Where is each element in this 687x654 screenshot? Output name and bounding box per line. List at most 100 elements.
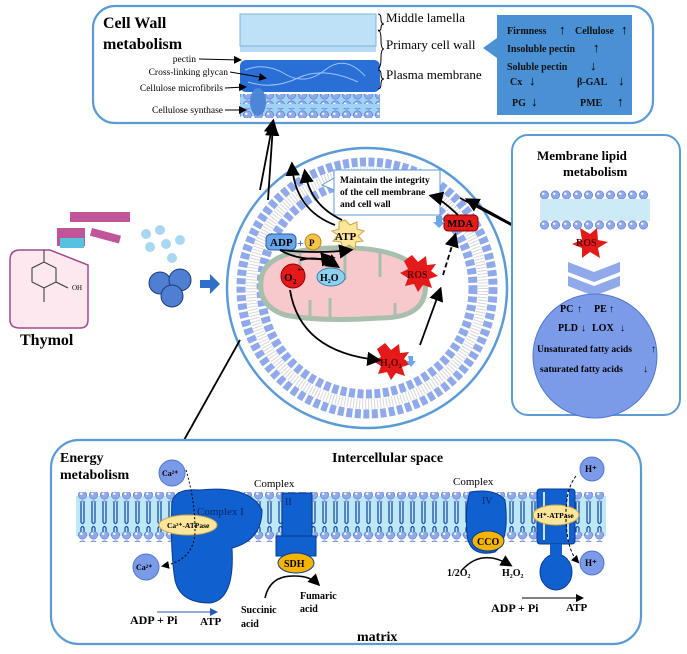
- effect-insoluble-pectin: Insoluble pectin: [507, 44, 576, 55]
- arrow-down-icon: ↓: [529, 73, 536, 88]
- fruit-icon: [148, 268, 192, 308]
- h2o2-label: H₂O₂: [380, 358, 402, 369]
- energy-metabolism-panel: Energy metabolism Intercellular space ma…: [49, 438, 643, 646]
- phosphate-label: P: [309, 238, 315, 248]
- proton-transport-arrow: [565, 475, 580, 564]
- arrow-up-icon: ↑: [617, 94, 624, 109]
- sdh: [277, 552, 315, 574]
- ca-atpase-label: Ca²⁺-ATPase: [167, 521, 210, 530]
- cell-wall-metabolism-panel: Cell Wall metabolism Middle lamella Prim…: [91, 4, 655, 125]
- label-pectin: pectin: [173, 55, 196, 65]
- h2o2-energy-label: H₂O₂: [502, 568, 524, 579]
- ca-ion-bottom: [132, 553, 160, 581]
- ca-atpase: [158, 514, 218, 536]
- effect-pc: PC: [560, 304, 573, 315]
- molecule: [31, 250, 69, 302]
- complex-ii-numeral: II: [285, 497, 292, 508]
- atp-label: ATP: [335, 231, 356, 243]
- atp-label-1: ATP: [200, 616, 221, 628]
- arrow-down-icon: ↓: [620, 323, 625, 334]
- ca-top-label: Ca²⁺: [162, 469, 178, 478]
- cell-wall-title-2: metabolism: [103, 36, 183, 53]
- fumaric-label-2: acid: [300, 604, 318, 615]
- membrane-lipid-title-2: metabolism: [563, 164, 627, 179]
- arrow-up-icon: ↑: [577, 304, 582, 315]
- integrity-callout: Maintain the integrity of the cell membr…: [320, 169, 441, 216]
- succinic-label: Succinic: [241, 605, 277, 616]
- intercellular-space-label: Intercellular space: [332, 451, 443, 466]
- membrane-lipid-panel: Membrane lipid metabolism ROS PC ↑ PE ↑ …: [511, 134, 681, 419]
- ros-lipid-label: ROS: [576, 238, 597, 249]
- superoxide-sup: •−: [298, 266, 304, 274]
- cell-wall-title: Cell Wall: [103, 15, 167, 32]
- cell: Maintain the integrity of the cell membr…: [225, 121, 509, 430]
- ros-label: ROS: [407, 270, 428, 281]
- phosphate-badge: [304, 233, 322, 251]
- ros-burst-lipid: [572, 228, 608, 258]
- lipid-bilayer: [540, 190, 650, 230]
- water-badge: [316, 267, 346, 287]
- proton-bottom: [579, 550, 605, 576]
- label-plasma-membrane: Plasma membrane: [386, 67, 482, 82]
- cco-label: CCO: [477, 537, 499, 548]
- effect-soluble-pectin: Soluble pectin: [507, 62, 568, 73]
- h2o2-burst: [373, 343, 411, 380]
- inner-membrane: [76, 492, 606, 542]
- effect-firmness: Firmness: [507, 26, 547, 37]
- energy-title-2: metabolism: [60, 468, 130, 483]
- effect-bgal: β-GAL: [577, 77, 608, 88]
- ca-ion-top: [158, 459, 186, 487]
- adp-label: ADP: [270, 237, 293, 249]
- effect-pg: PG: [512, 98, 526, 109]
- chevron-down-icon-2: [568, 276, 620, 296]
- cell-wall-effects-panel: Firmness Cellulose Insoluble pectin Solu…: [483, 15, 632, 115]
- label-cross-linking-glycan: Cross-linking glycan: [149, 68, 229, 78]
- decrease-arrow-icon-2: [406, 356, 416, 367]
- arrow-down-icon: ↓: [643, 364, 648, 375]
- cco: [471, 530, 505, 552]
- arrow-down-icon: ↓: [618, 73, 625, 88]
- decrease-arrow-icon: [433, 216, 445, 228]
- ca-bottom-label: Ca²⁺: [136, 563, 152, 572]
- mda-label: MDA: [447, 218, 473, 230]
- label-primary-cell-wall: Primary cell wall: [386, 37, 476, 52]
- oh-label: OH: [72, 284, 82, 292]
- proton-bottom-label: H⁺: [585, 558, 597, 568]
- effect-saturated: saturated fatty acids: [540, 365, 623, 375]
- matrix-label: matrix: [357, 630, 397, 645]
- arrow-up-icon: ↑: [609, 304, 614, 315]
- thymol-label: Thymol: [20, 332, 74, 349]
- effect-lox: LOX: [592, 323, 614, 334]
- cell-wall-illustration: Middle lamella Primary cell wall Plasma …: [140, 10, 482, 118]
- trend-arrows: ↑ ↑ ↑ ↓ ↓ ↓ ↓ ↑: [529, 22, 628, 109]
- atp-label-2: ATP: [566, 602, 587, 614]
- effect-cx: Cx: [510, 77, 522, 88]
- arrow-down-icon: ↓: [590, 58, 597, 73]
- label-cellulose-synthase: Cellulose synthase: [152, 106, 223, 116]
- callout-line-1: Maintain the integrity: [340, 176, 430, 186]
- chevron-down-icon: [568, 262, 620, 282]
- arrow-up-icon: ↑: [651, 344, 656, 355]
- complex-iv-numeral: IV: [482, 496, 493, 507]
- sdh-label: SDH: [284, 559, 305, 570]
- effect-pme: PME: [580, 98, 603, 109]
- superoxide-label: O: [284, 272, 293, 284]
- sdh-reaction-arrow: [264, 573, 321, 599]
- atp-synthase-head: [539, 553, 573, 591]
- adp-pi-label-2: ADP + Pi: [491, 601, 539, 615]
- complex-i-label: Complex I: [197, 506, 244, 518]
- label-cellulose-microfibrils: Cellulose microfibrils: [140, 83, 223, 94]
- proton-top-label: H⁺: [585, 464, 597, 474]
- fumaric-label: Fumaric: [300, 591, 337, 602]
- right-arrow-icon: [200, 274, 220, 294]
- proton-top: [579, 456, 605, 482]
- arrow-down-icon: ↓: [531, 94, 538, 109]
- effect-unsaturated: Unsaturated fatty acids: [537, 345, 632, 355]
- arrow-up-icon: ↑: [593, 40, 600, 55]
- effect-cellulose: Cellulose: [575, 26, 614, 37]
- water-label: H₂O: [320, 273, 339, 284]
- superoxide-badge: [280, 263, 306, 289]
- arrow-up-icon: ↑: [621, 22, 628, 37]
- label-middle-lamella: Middle lamella: [386, 10, 465, 25]
